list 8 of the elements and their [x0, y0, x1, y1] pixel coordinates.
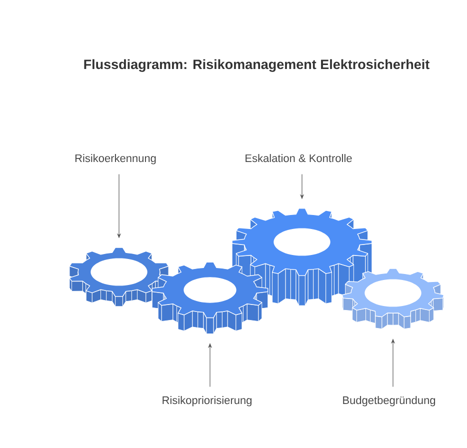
title: Flussdiagramm: Risikomanagement Elektrosicherheit: [84, 59, 430, 72]
gear: [69, 247, 169, 307]
label: Eskalation & Kontrolle: [246, 154, 352, 162]
label: Risikoerkennung: [75, 154, 156, 164]
gear: [342, 268, 444, 330]
gear: [152, 262, 268, 334]
label: Budgetbegründung: [343, 396, 436, 406]
label: Risikopriorisierung: [162, 396, 252, 406]
